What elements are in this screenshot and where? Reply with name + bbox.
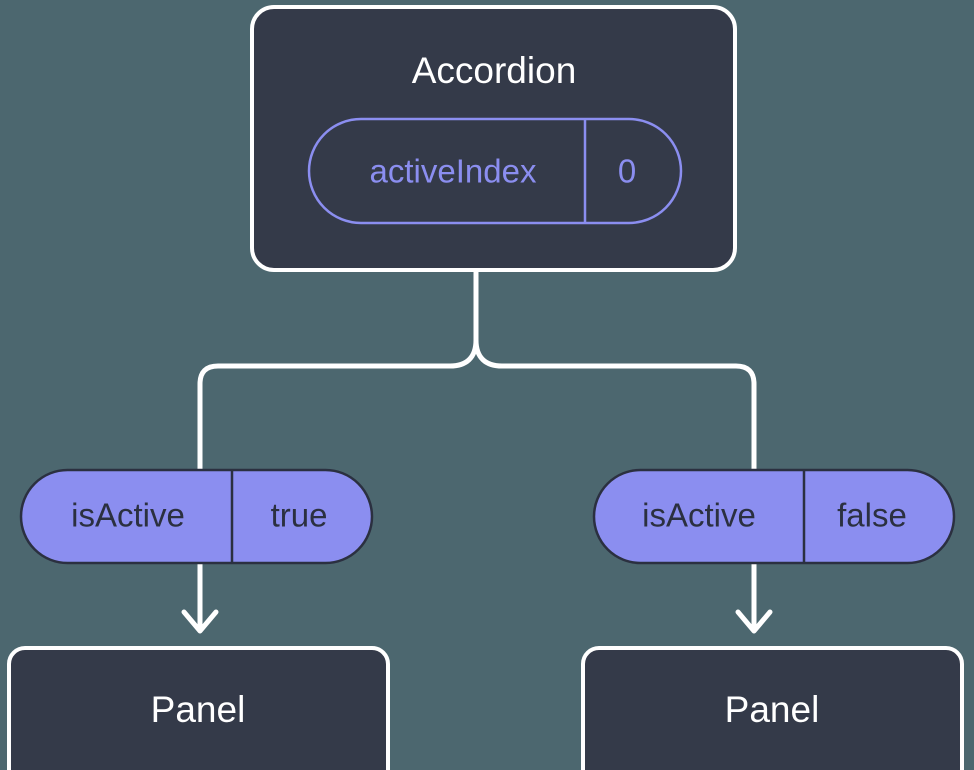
badge-isactive-true-value: true: [271, 497, 328, 534]
badge-isactive-false-value: false: [837, 497, 907, 534]
badge-isactive-true-key: isActive: [71, 497, 185, 534]
edge-fork-right: [473, 337, 757, 473]
edge-fork-left: [197, 337, 479, 473]
badge-isactive-true[interactable]: isActive true: [19, 468, 374, 565]
badge-isactive-false[interactable]: isActive false: [592, 468, 956, 565]
node-panel-right-title: Panel: [725, 689, 820, 730]
badge-activeindex-value: 0: [618, 153, 636, 190]
badge-isactive-true-shape[interactable]: [19, 468, 374, 565]
node-accordion-box[interactable]: [250, 5, 737, 272]
node-panel-left[interactable]: Panel: [7, 646, 390, 770]
node-panel-right[interactable]: Panel: [581, 646, 964, 770]
edge-group: [181, 267, 773, 634]
node-panel-left-title: Panel: [151, 689, 246, 730]
badge-isactive-false-shape[interactable]: [592, 468, 956, 565]
badge-activeindex-shape[interactable]: [307, 117, 683, 225]
node-accordion-title: Accordion: [412, 50, 577, 91]
badge-isactive-false-key: isActive: [642, 497, 756, 534]
node-accordion[interactable]: Accordion activeIndex 0: [250, 5, 737, 272]
badge-activeindex-key: activeIndex: [370, 153, 537, 190]
badge-activeindex[interactable]: activeIndex 0: [307, 117, 683, 225]
node-panel-right-box[interactable]: [581, 646, 964, 770]
arrowhead-right-icon: [735, 609, 773, 634]
node-panel-left-box[interactable]: [7, 646, 390, 770]
arrowhead-left-icon: [181, 609, 219, 634]
